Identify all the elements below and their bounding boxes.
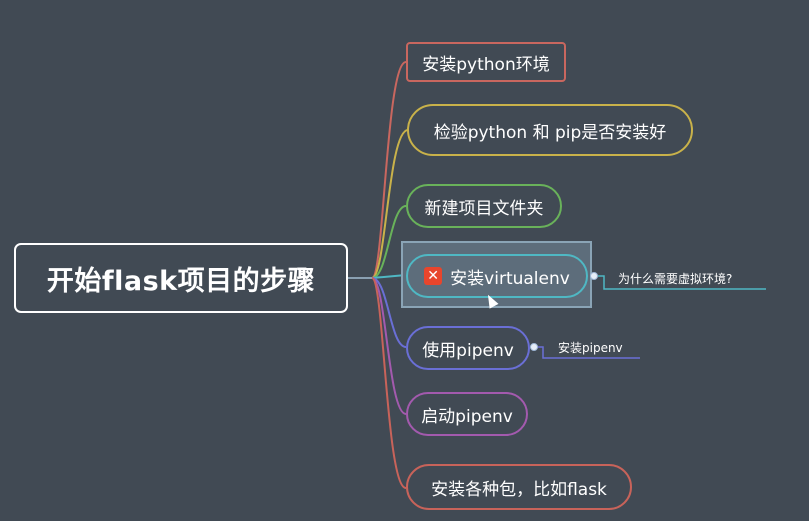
subtopic-why-virtualenv[interactable]: 为什么需要虚拟环境? [618,270,732,287]
topic-label: 安装各种包，比如flask [431,479,607,500]
cross-mark-icon: ✕ [424,267,443,285]
subtopic-label: 安装pipenv [558,341,623,355]
expand-dot[interactable] [590,272,598,280]
topic-install-packages[interactable]: 安装各种包，比如flask [406,464,632,510]
topic-check-python-pip[interactable]: 检验python 和 pip是否安装好 [407,104,693,156]
root-topic[interactable]: 开始flask项目的步骤 [14,243,348,313]
subtopic-install-pipenv[interactable]: 安装pipenv [558,339,623,356]
root-topic-label: 开始flask项目的步骤 [46,265,316,297]
expand-dot[interactable] [530,343,538,351]
topic-start-pipenv[interactable]: 启动pipenv [406,392,528,436]
topic-label: 安装python环境 [422,54,550,75]
topic-label: 安装virtualenv [450,268,570,289]
topic-label: 启动pipenv [421,406,513,427]
topic-new-project-folder[interactable]: 新建项目文件夹 [406,184,562,228]
topic-use-pipenv[interactable]: 使用pipenv [406,326,530,370]
subtopic-label: 为什么需要虚拟环境? [618,272,733,286]
topic-label: 使用pipenv [422,340,514,361]
topic-install-python[interactable]: 安装python环境 [406,42,566,82]
topic-label: 新建项目文件夹 [424,198,544,219]
topic-install-virtualenv[interactable]: ✕ 安装virtualenv [406,254,588,298]
topic-label: 检验python 和 pip是否安装好 [433,122,667,143]
